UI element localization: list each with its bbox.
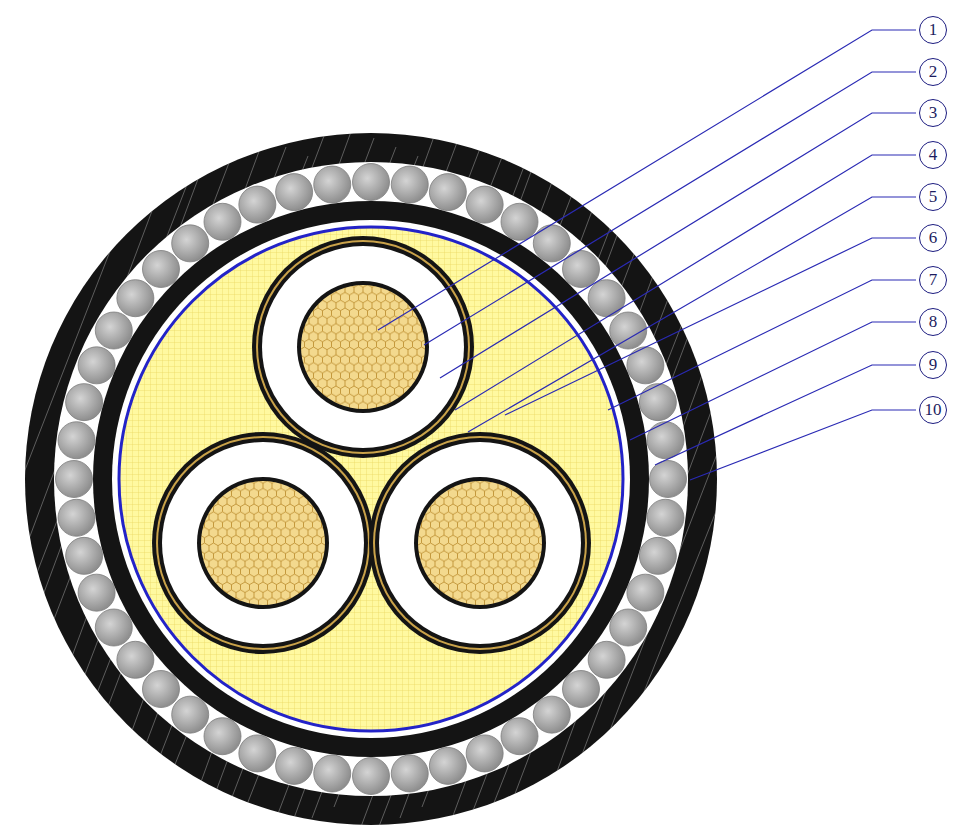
armour-wire <box>239 735 276 772</box>
armour-wire <box>610 312 647 349</box>
armour-wire <box>353 164 390 201</box>
armour-wire <box>58 422 95 459</box>
armour-wire <box>501 718 538 755</box>
sheath-streak <box>0 129 22 829</box>
callout-number: 10 <box>919 396 947 424</box>
callout-number: 5 <box>919 183 947 211</box>
leader-line <box>424 72 916 345</box>
leader-line <box>440 113 916 378</box>
leader-line <box>378 30 916 330</box>
armour-wire <box>466 186 503 223</box>
armour-wire <box>172 696 209 733</box>
armour-wire <box>429 747 466 784</box>
armour-wire <box>650 461 687 498</box>
armour-wire <box>627 574 664 611</box>
callout-number: 6 <box>919 224 947 252</box>
leader-line <box>630 322 916 440</box>
core <box>369 432 591 654</box>
armour-wire <box>563 250 600 287</box>
armour-wire <box>639 384 676 421</box>
armour-wire <box>95 609 132 646</box>
leader-line <box>468 197 916 432</box>
filler <box>119 227 623 731</box>
leader-lines <box>378 30 916 480</box>
armour-wire <box>239 186 276 223</box>
armour-wire <box>610 609 647 646</box>
armour-wire <box>588 280 625 317</box>
callout-number: 2 <box>919 58 947 86</box>
armour-wire <box>276 747 313 784</box>
armour-wire <box>466 735 503 772</box>
armour-wire <box>56 461 93 498</box>
callout-number: 9 <box>919 351 947 379</box>
armour-wire <box>429 174 466 211</box>
core <box>152 432 374 654</box>
sheath-texture <box>0 120 858 833</box>
armour-wire <box>627 347 664 384</box>
armour-wire <box>204 718 241 755</box>
inner-sheath <box>93 201 649 757</box>
armour-wire <box>533 225 570 262</box>
armour-wire <box>647 499 684 536</box>
armour-wire <box>117 641 154 678</box>
armour-wire <box>501 203 538 240</box>
callout-number: 7 <box>919 266 947 294</box>
armour-wire <box>391 166 428 203</box>
leader-line <box>690 410 916 480</box>
armour-wire <box>117 280 154 317</box>
leader-line <box>655 365 916 465</box>
armour-wire <box>78 574 115 611</box>
callout-number: 8 <box>919 308 947 336</box>
armour-wires <box>56 164 687 795</box>
armour-wire <box>204 203 241 240</box>
armour-wire <box>563 671 600 708</box>
armour-wire <box>172 225 209 262</box>
leader-line <box>455 155 916 410</box>
armour-wire <box>533 696 570 733</box>
armour-wire <box>66 384 103 421</box>
armour-wire <box>353 758 390 795</box>
callout-number: 1 <box>919 16 947 44</box>
armour-wire <box>391 755 428 792</box>
armour-wire <box>314 755 351 792</box>
armour-wire <box>66 537 103 574</box>
callout-number: 4 <box>919 141 947 169</box>
wrapping-tape <box>112 220 630 738</box>
armour-wire <box>95 312 132 349</box>
armour-wire <box>276 174 313 211</box>
armour-wire <box>639 537 676 574</box>
core <box>252 236 474 458</box>
leader-line <box>505 238 916 415</box>
leader-line <box>608 280 916 410</box>
armour-wire <box>58 499 95 536</box>
armour-wire <box>142 671 179 708</box>
armour-wire <box>142 250 179 287</box>
armour-wire <box>78 347 115 384</box>
armour-wire <box>588 641 625 678</box>
armour-wire <box>314 166 351 203</box>
armour-gap <box>54 162 688 796</box>
sheath-streak <box>0 138 44 818</box>
callout-number: 3 <box>919 99 947 127</box>
armour-wire <box>647 422 684 459</box>
